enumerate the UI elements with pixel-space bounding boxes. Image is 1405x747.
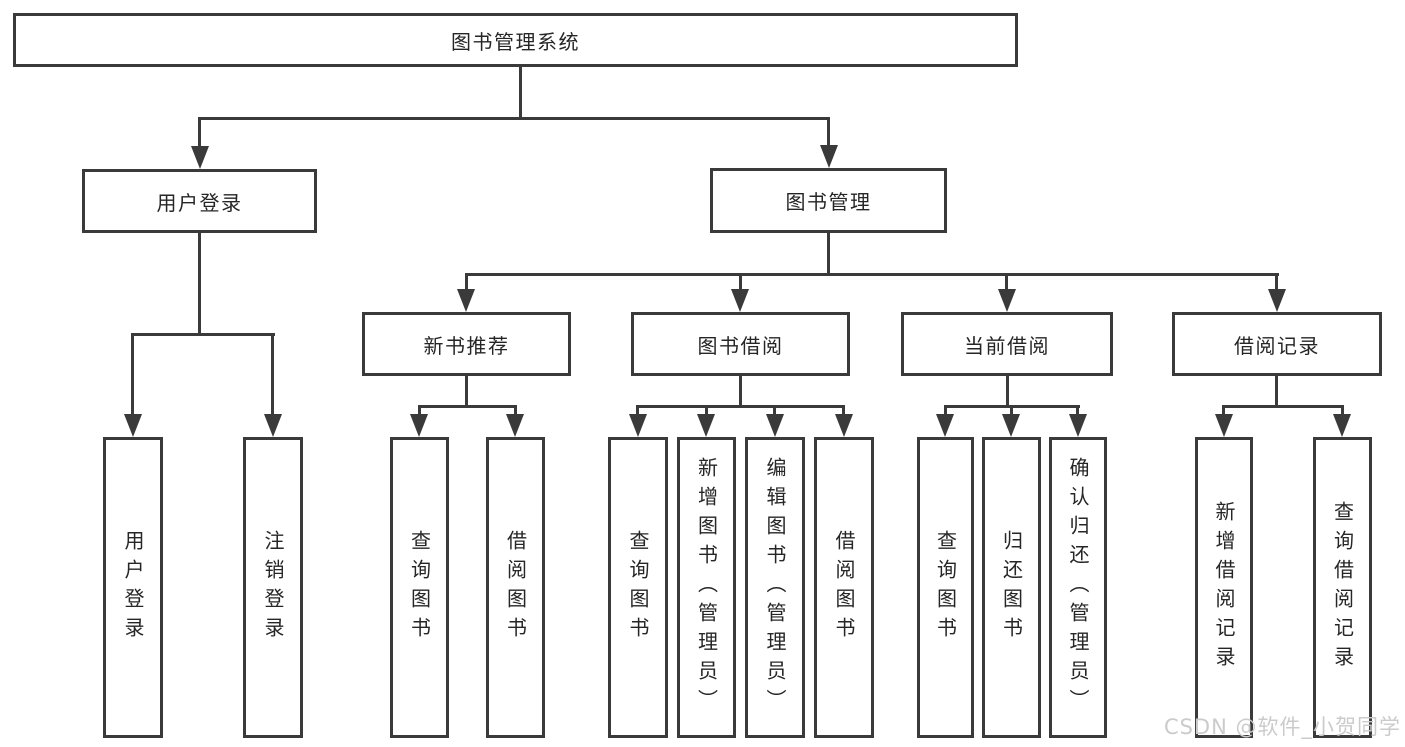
connector-line: [636, 405, 639, 418]
arrow-down-icon: [124, 414, 142, 437]
node-root: 图书管理系统: [13, 13, 1018, 67]
connector-line: [418, 405, 421, 418]
connector-line: [1076, 405, 1079, 418]
connector-line: [827, 117, 830, 150]
connector-line: [636, 405, 845, 408]
arrow-down-icon: [1215, 414, 1233, 437]
leaf-query-borrow-record: 查询借阅记录: [1313, 437, 1372, 738]
leaf-query-book: 查询图书: [608, 437, 668, 738]
arrow-down-icon: [936, 414, 954, 437]
connector-line: [198, 117, 830, 120]
watermark: CSDN @软件_小贺同学: [1163, 715, 1401, 739]
connector-line: [514, 405, 517, 418]
connector-line: [131, 333, 134, 418]
connector-line: [1010, 405, 1013, 418]
arrow-down-icon: [629, 414, 647, 437]
leaf-user-login: 用户登录: [103, 437, 163, 738]
connector-line: [1005, 273, 1008, 292]
arrow-down-icon: [766, 414, 784, 437]
arrow-down-icon: [457, 289, 475, 312]
leaf-confirm-return-admin: 确认归还（管理员）: [1049, 437, 1107, 738]
leaf-add-borrow-record: 新增借阅记录: [1195, 437, 1253, 738]
leaf-query-book: 查询图书: [917, 437, 974, 738]
connector-line: [739, 376, 742, 407]
leaf-borrow-book: 借阅图书: [486, 437, 545, 738]
leaf-return-book: 归还图书: [982, 437, 1041, 738]
arrow-down-icon: [506, 414, 524, 437]
connector-line: [944, 405, 947, 418]
arrow-down-icon: [410, 414, 428, 437]
arrow-down-icon: [1333, 414, 1351, 437]
leaf-edit-book-admin: 编辑图书（管理员）: [745, 437, 805, 738]
arrow-down-icon: [191, 146, 209, 169]
connector-line: [465, 376, 468, 407]
connector-line: [271, 333, 274, 418]
connector-line: [418, 405, 517, 408]
connector-line: [739, 273, 742, 292]
connector-line: [705, 405, 708, 418]
arrow-down-icon: [998, 289, 1016, 312]
connector-line: [1275, 376, 1278, 407]
node-current-borrow: 当前借阅: [901, 312, 1113, 376]
connector-line: [519, 67, 522, 120]
connector-line: [842, 405, 845, 418]
connector-line: [465, 273, 1279, 276]
connector-line: [1222, 405, 1225, 418]
connector-line: [1275, 273, 1278, 292]
connector-line: [465, 273, 468, 292]
arrow-down-icon: [264, 414, 282, 437]
arrow-down-icon: [731, 289, 749, 312]
leaf-query-book: 查询图书: [390, 437, 449, 738]
arrow-down-icon: [1002, 414, 1020, 437]
leaf-logout: 注销登录: [243, 437, 303, 738]
connector-line: [773, 405, 776, 418]
arrow-down-icon: [820, 145, 838, 168]
node-user-login: 用户登录: [82, 169, 317, 233]
leaf-borrow-book: 借阅图书: [814, 437, 874, 738]
connector-line: [131, 333, 275, 336]
arrow-down-icon: [697, 414, 715, 437]
node-book-borrow: 图书借阅: [631, 312, 850, 376]
connector-line: [827, 233, 830, 276]
connector-line: [1341, 405, 1344, 418]
node-new-book-recommend: 新书推荐: [362, 312, 571, 376]
node-borrow-records: 借阅记录: [1172, 312, 1382, 376]
connector-line: [1006, 376, 1009, 407]
node-book-management: 图书管理: [710, 168, 947, 233]
connector-line: [1222, 405, 1344, 408]
arrow-down-icon: [1069, 414, 1087, 437]
connector-line: [198, 231, 201, 336]
arrow-down-icon: [1268, 289, 1286, 312]
connector-line: [198, 117, 201, 150]
leaf-add-book-admin: 新增图书（管理员）: [677, 437, 736, 738]
arrow-down-icon: [835, 414, 853, 437]
